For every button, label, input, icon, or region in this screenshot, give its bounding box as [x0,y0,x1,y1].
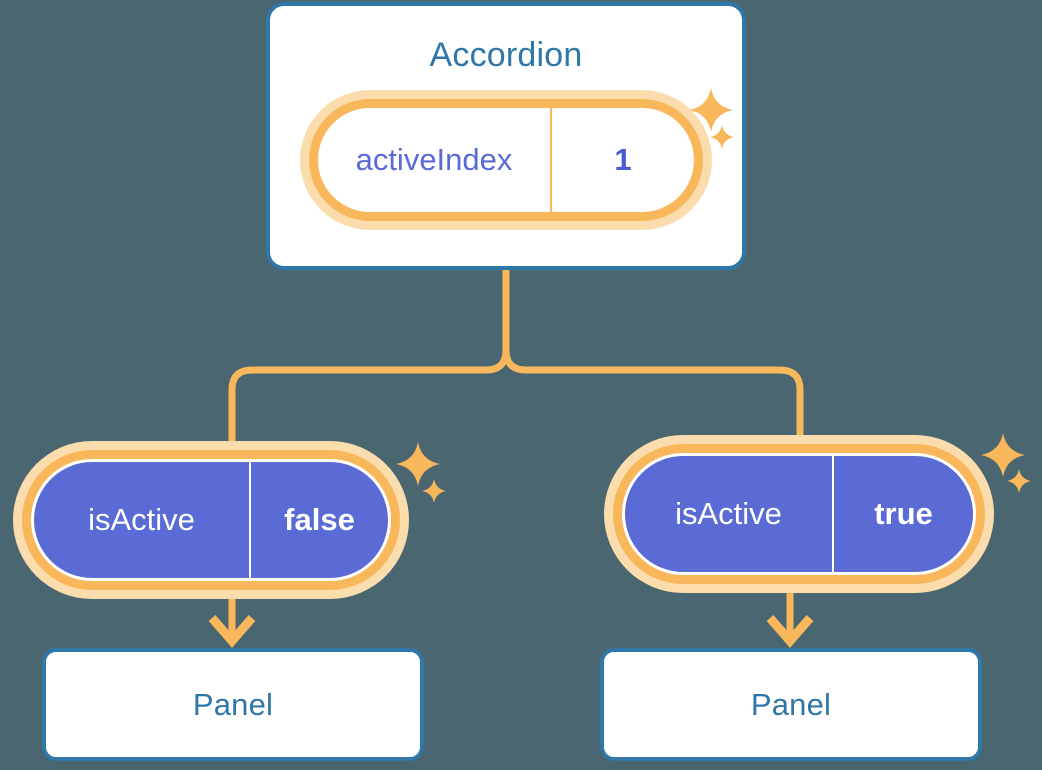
panel-left-title: Panel [192,687,274,722]
pill-divider [550,108,552,212]
state-pill-is-active-right[interactable]: isActive true [622,453,976,575]
state-value-active-index: 1 [614,142,632,177]
pill-divider [249,462,251,578]
sparkle-icon [396,442,440,486]
arrow-down-icon-right [766,615,814,648]
connector-branch-right [502,349,804,462]
component-card-panel-left[interactable]: Panel [42,648,424,761]
accordion-title: Accordion [429,36,583,74]
sparkle-small-icon [1007,469,1031,493]
state-key-is-active-left: isActive [88,502,195,537]
connector-branch-left [228,349,510,470]
state-value-is-active-left: false [284,502,355,537]
arrow-down-icon-left [208,615,256,648]
sparkle-small-icon [422,479,446,503]
state-pill-is-active-left[interactable]: isActive false [31,459,391,581]
state-key-is-active-right: isActive [675,496,782,531]
component-card-panel-right[interactable]: Panel [600,648,982,761]
state-pill-active-index[interactable]: activeIndex 1 [309,99,703,221]
state-value-is-active-right: true [874,496,933,531]
sparkle-icon [981,433,1025,477]
panel-right-title: Panel [750,687,832,722]
state-key-active-index: activeIndex [355,142,513,177]
pill-divider [832,456,834,572]
